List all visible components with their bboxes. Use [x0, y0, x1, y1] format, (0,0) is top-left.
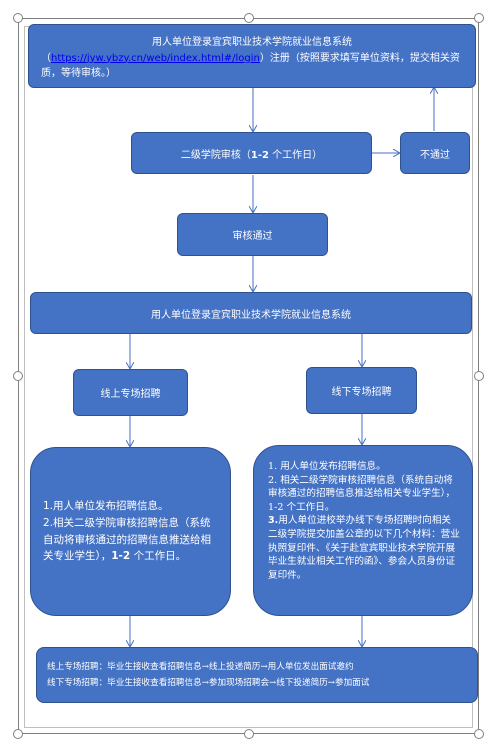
- registration-instructions: ）注册（按照要求填写单位资料，提交相关资质，等待审核。）: [41, 52, 460, 80]
- registration-title: 用人单位登录宜宾职业技术学院就业信息系统: [152, 37, 352, 48]
- online-step-1: 1.用人单位发布招聘信息。: [43, 499, 169, 512]
- employer-login-box: 用人单位登录宜宾职业技术学院就业信息系统: [30, 292, 472, 334]
- online-detail-box: 1.用人单位发布招聘信息。 2.相关二级学院审核招聘信息（系统自动将审核通过的招…: [30, 447, 231, 616]
- offline-recruitment-label: 线下专场招聘: [331, 387, 392, 398]
- offline-detail-box: 1. 用人单位发布招聘信息。 2. 相关二级学院审核招聘信息（系统自动将审核通过…: [253, 445, 473, 616]
- resize-handle-left[interactable]: [13, 371, 23, 381]
- college-review-label: 二级学院审核（1-2 个工作日）: [180, 149, 323, 161]
- registration-link[interactable]: https://jyw.ybzy.cn/web/index.html#/logi…: [51, 52, 260, 64]
- approved-box: 审核通过: [177, 213, 328, 256]
- summary-offline-flow: 线下专场招聘：毕业生接收查看招聘信息→参加现场招聘会→线下投递简历→参加面试: [47, 678, 370, 688]
- registration-open-paren: （: [41, 52, 51, 64]
- resize-handle-top-left[interactable]: [13, 13, 23, 23]
- offline-step-2: 2. 相关二级学院审核招聘信息（系统自动将审核通过的招聘信息推送给相关专业学生）…: [268, 474, 456, 513]
- resize-handle-right[interactable]: [474, 371, 484, 381]
- offline-step-3: 3.用人单位进校举办线下专场招聘时向相关二级学院提交加盖公章的以下几个材料：营业…: [268, 515, 460, 581]
- resize-handle-top[interactable]: [244, 13, 254, 23]
- resize-handle-bottom-right[interactable]: [474, 729, 484, 739]
- resize-handle-bottom-left[interactable]: [13, 729, 23, 739]
- online-recruitment-box: 线上专场招聘: [73, 369, 188, 416]
- online-step-2: 2.相关二级学院审核招聘信息（系统自动将审核通过的招聘信息推送给相关专业学生），…: [43, 516, 211, 563]
- offline-recruitment-box: 线下专场招聘: [306, 367, 417, 414]
- rejected-box: 不通过: [400, 132, 470, 174]
- summary-box: 线上专场招聘：毕业生接收查看招聘信息→线上投递简历→用人单位发出面试邀约 线下专…: [36, 647, 478, 703]
- summary-online-flow: 线上专场招聘：毕业生接收查看招聘信息→线上投递简历→用人单位发出面试邀约: [47, 661, 354, 672]
- employer-login-label: 用人单位登录宜宾职业技术学院就业信息系统: [151, 309, 351, 321]
- rejected-label: 不通过: [420, 149, 450, 161]
- resize-handle-top-right[interactable]: [474, 13, 484, 23]
- online-recruitment-label: 线上专场招聘: [100, 389, 161, 400]
- offline-step-1: 1. 用人单位发布招聘信息。: [268, 461, 386, 472]
- college-review-box: 二级学院审核（1-2 个工作日）: [131, 132, 372, 174]
- resize-handle-bottom[interactable]: [244, 729, 254, 739]
- approved-label: 审核通过: [232, 231, 273, 242]
- registration-box: 用人单位登录宜宾职业技术学院就业信息系统 （https://jyw.ybzy.c…: [28, 24, 476, 88]
